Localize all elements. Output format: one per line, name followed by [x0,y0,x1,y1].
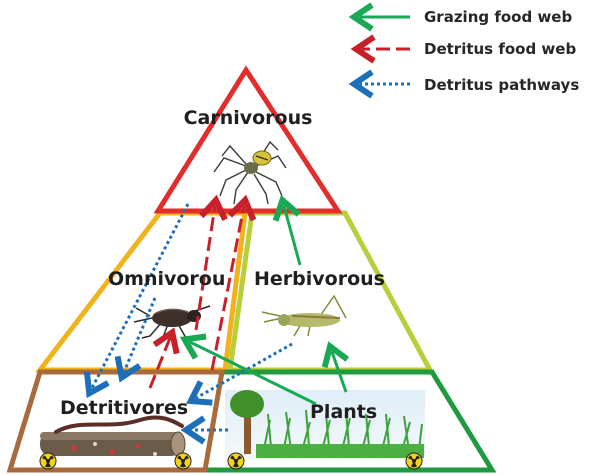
radiation-icon [228,453,244,469]
herbivorous-label: Herbivorous [254,268,385,290]
legend-item-detritus-path: Detritus pathways [360,76,579,94]
herbivorous-tier [230,213,430,370]
omnivorous-label: Omnivorou [108,268,225,290]
legend: Grazing food web Detritus food web Detri… [360,8,579,94]
plants-label: Plants [310,401,377,423]
legend-grazing-label: Grazing food web [424,8,572,26]
legend-detritus-path-label: Detritus pathways [424,76,579,94]
legend-item-grazing: Grazing food web [360,8,572,26]
carnivorous-tier [158,70,338,211]
radiation-icon [175,453,191,469]
carnivorous-label: Carnivorous [184,107,313,129]
legend-item-detritus-web: Detritus food web [362,40,576,58]
detritivores-label: Detritivores [60,397,188,419]
legend-detritus-web-label: Detritus food web [424,40,576,58]
radiation-icon [406,453,422,469]
radiation-icon [40,453,56,469]
